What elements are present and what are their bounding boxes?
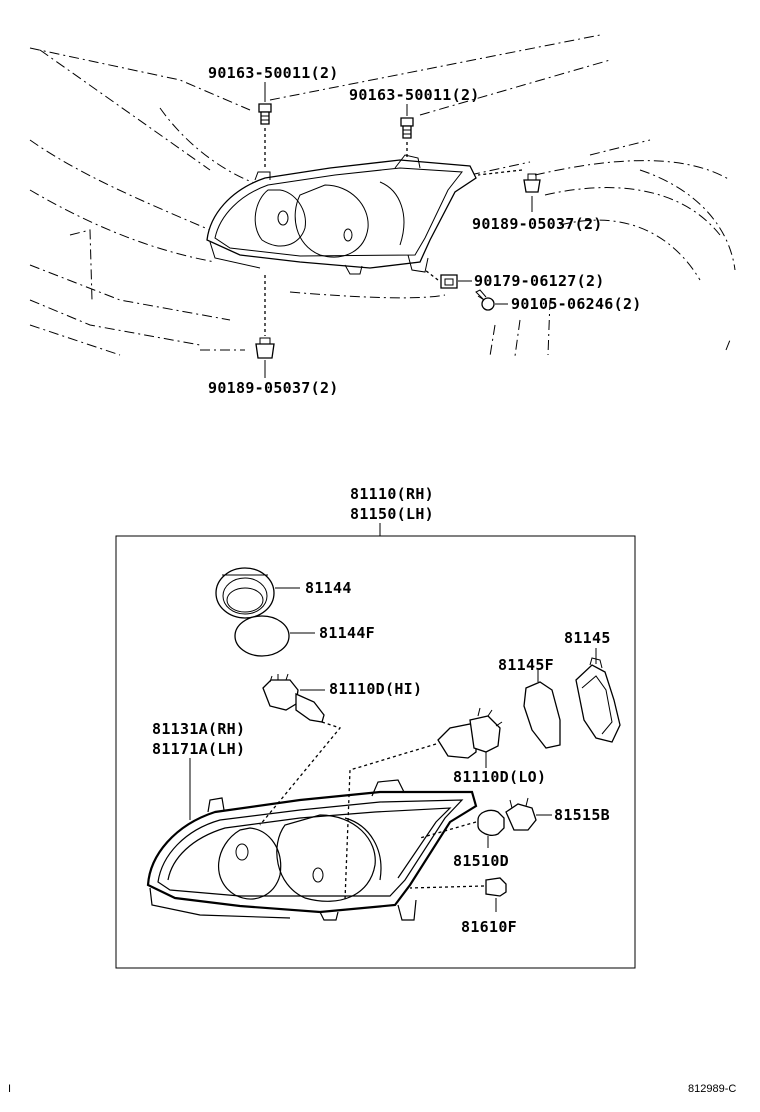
bulb-hi-icon <box>262 673 325 723</box>
callout-socket-gasket: 81144F <box>319 624 375 642</box>
vehicle-body-outline <box>29 34 736 357</box>
nut-icon <box>440 274 458 289</box>
assembly-frame <box>115 535 636 969</box>
callout-small-bulb: 81610F <box>461 918 517 936</box>
headlamp-installed <box>206 154 477 275</box>
bulb-lo-path <box>344 743 437 901</box>
turn-bulb-path <box>419 821 477 839</box>
footer-mark: I <box>8 1083 11 1095</box>
clip-right-leader <box>477 169 523 176</box>
callout-unit-lh: 81171A(LH) <box>152 740 245 758</box>
callout-bolt-left: 90163-50011(2) <box>208 64 339 82</box>
callout-socket-ring: 81144 <box>305 579 352 597</box>
bolt-left-icon <box>258 103 272 125</box>
bolt-right-icon <box>400 117 414 139</box>
small-bulb-path <box>409 885 485 889</box>
callout-unit-rh: 81131A(RH) <box>152 720 245 738</box>
callout-turn-socket: 81515B <box>554 806 610 824</box>
assembly-lh-label: 81150(LH) <box>350 505 434 523</box>
callout-screw: 90105-06246(2) <box>511 295 642 313</box>
small-bulb-icon <box>485 877 507 897</box>
callout-clip-right: 90189-05037(2) <box>472 215 603 233</box>
rear-cover-icon <box>575 657 621 743</box>
nut-leader <box>424 269 439 281</box>
bulb-lo-icon <box>437 707 503 759</box>
callout-bolt-right: 90163-50011(2) <box>349 86 480 104</box>
callout-clip-bottom: 90189-05037(2) <box>208 379 339 397</box>
callout-cover-gasket: 81145F <box>498 656 554 674</box>
cover-gasket-icon <box>523 681 561 749</box>
bulb-hi-path <box>259 721 342 826</box>
clip-right-icon <box>523 173 541 193</box>
callout-bulb-hi: 81110D(HI) <box>329 680 422 698</box>
assembly-rh-label: 81110(RH) <box>350 485 434 503</box>
socket-ring-icon <box>215 567 275 619</box>
callout-turn-bulb: 81510D <box>453 852 509 870</box>
headlamp-unit-icon <box>146 779 478 921</box>
callout-nut: 90179-06127(2) <box>474 272 605 290</box>
callout-bulb-lo: 81110D(LO) <box>453 768 546 786</box>
turn-socket-icon <box>505 797 537 831</box>
callout-cover: 81145 <box>564 629 611 647</box>
screw-icon <box>475 289 495 311</box>
clip-bottom-icon <box>255 337 275 359</box>
figure-code: 812989-C <box>688 1083 736 1095</box>
socket-gasket-icon <box>234 615 290 657</box>
turn-bulb-icon <box>477 809 505 836</box>
